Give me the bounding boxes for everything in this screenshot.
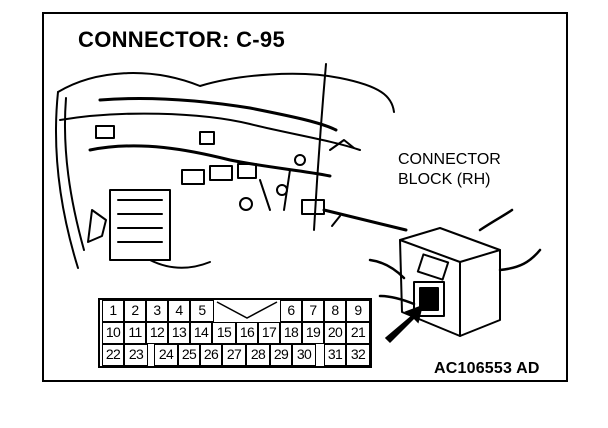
wiring-harness-main (88, 144, 332, 178)
pin-30: 30 (292, 344, 316, 366)
pin-11: 11 (124, 322, 146, 344)
pin-31: 31 (324, 344, 346, 366)
pointer-arrow (384, 304, 424, 344)
pin-2: 2 (124, 300, 146, 322)
pin-27: 27 (222, 344, 246, 366)
left-pillar (55, 91, 79, 269)
pin-17: 17 (258, 322, 280, 344)
pin-19: 19 (302, 322, 324, 344)
connector-block-body (399, 227, 501, 337)
pin-24: 24 (154, 344, 178, 366)
pin-15: 15 (212, 322, 236, 344)
pin-26: 26 (200, 344, 222, 366)
pin-14: 14 (190, 322, 212, 344)
pin-16: 16 (236, 322, 258, 344)
vertical-post (313, 63, 327, 231)
pin-28: 28 (246, 344, 270, 366)
pin-1: 1 (102, 300, 124, 322)
pin-6: 6 (280, 300, 302, 322)
pin-7: 7 (302, 300, 324, 322)
wiring-harness-upper (98, 96, 338, 132)
pin-22: 22 (102, 344, 124, 366)
pin-18: 18 (280, 322, 302, 344)
connector-block-label: CONNECTOR BLOCK (RH) (398, 150, 501, 190)
pin-10: 10 (102, 322, 124, 344)
pin-29: 29 (270, 344, 292, 366)
pin-3: 3 (146, 300, 168, 322)
pin-23: 23 (124, 344, 148, 366)
figure-code: AC106553 AD (434, 360, 540, 377)
pin-21: 21 (346, 322, 370, 344)
pin-5: 5 (190, 300, 214, 322)
dashboard-outline (57, 72, 395, 113)
connector-pin-layout: 1 2 3 4 5 6 7 8 9 10 11 12 13 14 15 16 1… (98, 298, 372, 368)
connector-block-label-line-2: BLOCK (RH) (398, 171, 491, 188)
dashboard-lower-edge (59, 112, 361, 151)
pin-12: 12 (146, 322, 168, 344)
connector-key-notch (216, 301, 278, 319)
pin-8: 8 (324, 300, 346, 322)
diagram-title: CONNECTOR: C-95 (78, 27, 286, 52)
pin-4: 4 (168, 300, 190, 322)
pin-9: 9 (346, 300, 370, 322)
pin-13: 13 (168, 322, 190, 344)
connector-block-label-line-1: CONNECTOR (398, 151, 501, 168)
pin-20: 20 (324, 322, 346, 344)
pin-32: 32 (346, 344, 370, 366)
pin-25: 25 (178, 344, 200, 366)
